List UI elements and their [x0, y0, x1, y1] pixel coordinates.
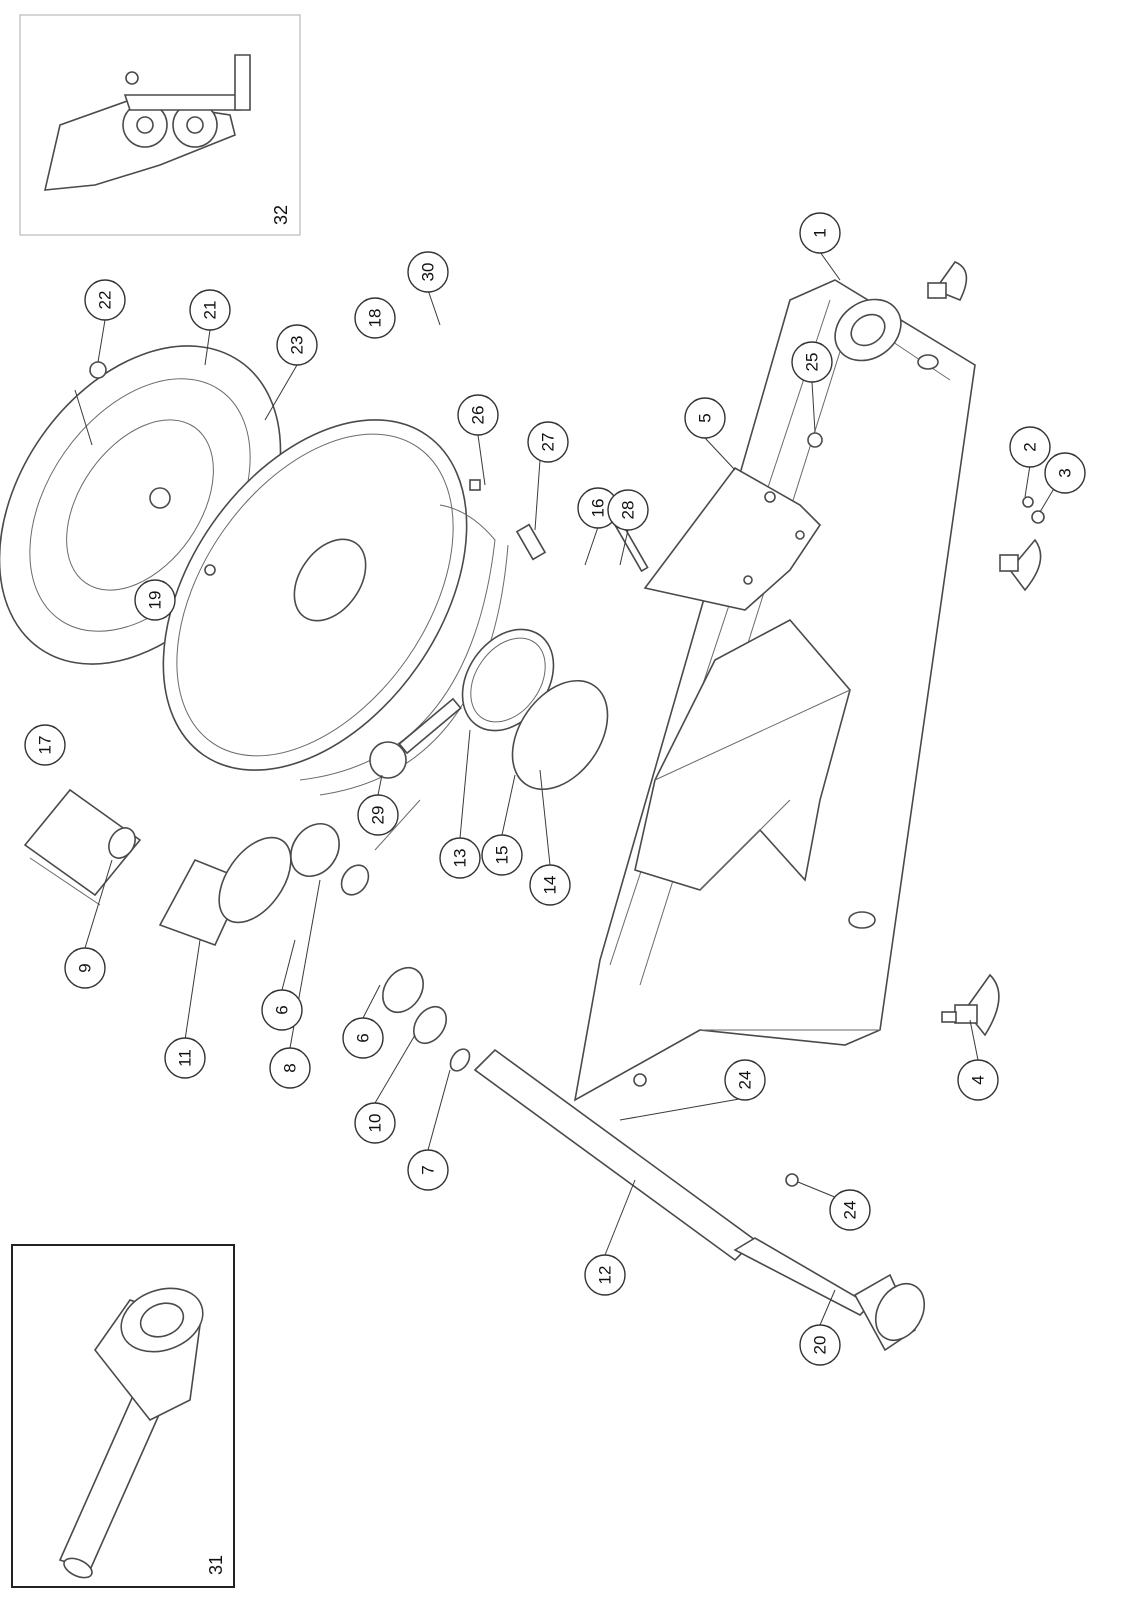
svg-text:29: 29	[369, 806, 388, 825]
callout-2: 2	[1009, 426, 1051, 468]
svg-text:9: 9	[76, 963, 95, 972]
motor-pulley	[108, 799, 421, 947]
svg-text:26: 26	[469, 406, 488, 425]
ring-assembly	[461, 628, 609, 791]
svg-text:19: 19	[146, 591, 165, 610]
svg-text:24: 24	[736, 1071, 755, 1090]
svg-text:24: 24	[841, 1201, 860, 1220]
callout-12: 12	[584, 1254, 626, 1296]
callout-23: 23	[276, 324, 318, 366]
foot-top	[927, 261, 968, 302]
svg-text:14: 14	[541, 876, 560, 895]
callout-21: 21	[189, 289, 231, 331]
foot-bottom	[941, 973, 1000, 1037]
callout-1: 1	[799, 212, 841, 254]
callout-17: 17	[24, 724, 66, 766]
svg-text:21: 21	[201, 301, 220, 320]
svg-text:2: 2	[1021, 442, 1040, 451]
svg-text:30: 30	[419, 263, 438, 282]
callout-16: 16	[577, 487, 619, 529]
inset-31: 31	[11, 1244, 235, 1588]
foot-middle	[999, 538, 1042, 592]
svg-text:25: 25	[803, 353, 822, 372]
callout-25: 25	[791, 341, 833, 383]
hopper	[634, 618, 851, 891]
callout-11: 11	[164, 1037, 206, 1079]
svg-text:18: 18	[366, 309, 385, 328]
callout-9: 9	[64, 947, 106, 989]
callout-20: 20	[799, 1324, 841, 1366]
svg-text:1: 1	[811, 228, 830, 237]
pulley-belt	[23, 788, 142, 906]
callout-15: 15	[481, 834, 523, 876]
bracket-plate	[643, 466, 822, 611]
svg-text:12: 12	[596, 1266, 615, 1285]
callout-7: 7	[407, 1149, 449, 1191]
svg-text:28: 28	[619, 501, 638, 520]
knob	[853, 1273, 926, 1352]
callout-27: 27	[527, 421, 569, 463]
blade-guard-ring	[299, 504, 509, 796]
inset-31-label: 31	[206, 1555, 226, 1575]
svg-text:6: 6	[354, 1033, 373, 1042]
svg-text:13: 13	[451, 849, 470, 868]
callout-24a: 24	[724, 1059, 766, 1101]
svg-text:4: 4	[969, 1075, 988, 1084]
callout-22: 22	[84, 279, 126, 321]
svg-text:10: 10	[366, 1114, 385, 1133]
callout-6a: 6	[261, 989, 303, 1031]
svg-text:3: 3	[1056, 468, 1075, 477]
callout-30: 30	[407, 251, 449, 293]
callout-10: 10	[354, 1102, 396, 1144]
shaft	[473, 1048, 872, 1316]
callout-4: 4	[957, 1059, 999, 1101]
svg-text:23: 23	[288, 336, 307, 355]
callout-24b: 24	[829, 1189, 871, 1231]
svg-text:27: 27	[539, 433, 558, 452]
callout-26: 26	[457, 394, 499, 436]
svg-text:11: 11	[176, 1049, 195, 1067]
callout-6b: 6	[342, 1017, 384, 1059]
callout-8: 8	[269, 1047, 311, 1089]
callout-29: 29	[357, 794, 399, 836]
blade	[162, 419, 468, 771]
callout-28: 28	[607, 489, 649, 531]
callout-5: 5	[684, 397, 726, 439]
callout-19: 19	[134, 579, 176, 621]
svg-text:20: 20	[811, 1336, 830, 1355]
small-parts	[369, 479, 649, 779]
svg-text:17: 17	[36, 736, 55, 755]
svg-text:8: 8	[281, 1063, 300, 1072]
callout-3: 3	[1044, 452, 1086, 494]
svg-text:5: 5	[696, 413, 715, 422]
svg-text:7: 7	[419, 1165, 438, 1174]
callout-13: 13	[439, 837, 481, 879]
callout-18: 18	[354, 297, 396, 339]
bearing-stack	[382, 966, 471, 1072]
svg-text:16: 16	[589, 499, 608, 518]
callout-14: 14	[529, 864, 571, 906]
inset-32: 32	[19, 14, 301, 236]
svg-text:22: 22	[96, 291, 115, 310]
svg-text:6: 6	[273, 1005, 292, 1014]
inset-32-label: 32	[271, 205, 291, 225]
svg-text:15: 15	[493, 846, 512, 865]
